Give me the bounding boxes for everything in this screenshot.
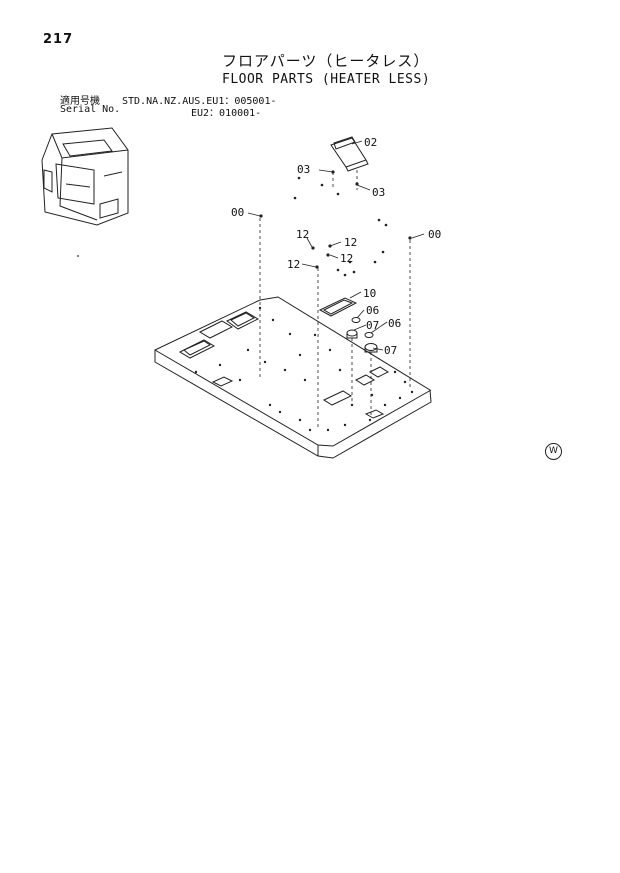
page-number: 217	[43, 32, 74, 47]
callout-03: 03	[297, 163, 310, 176]
callout-07: 07	[366, 319, 379, 332]
serial-label-japanese: 適用号機	[60, 96, 100, 107]
duct-part-02	[330, 136, 369, 172]
cab-thumbnail-illustration	[41, 127, 129, 226]
callout-03: 03	[372, 186, 385, 199]
callout-02: 02	[364, 136, 377, 149]
circled-w-mark: W	[545, 443, 562, 460]
floor-plate-illustration	[154, 296, 432, 459]
grille-part-10	[318, 297, 358, 317]
serial-label-english: Serial No.	[60, 104, 121, 115]
page-title-japanese: フロアパーツ（ヒータレス）	[222, 52, 430, 70]
callout-06: 06	[388, 317, 401, 330]
callout-12: 12	[296, 228, 309, 241]
callout-00: 00	[428, 228, 441, 241]
callout-07: 07	[384, 344, 397, 357]
callout-10: 10	[363, 287, 376, 300]
callout-12: 12	[287, 258, 300, 271]
callout-06: 06	[366, 304, 379, 317]
callout-00: 00	[231, 206, 244, 219]
page-title-english: FLOOR PARTS (HEATER LESS)	[222, 72, 431, 87]
serial-eu2: EU2：010001-	[191, 108, 262, 119]
serial-models: STD.NA.NZ.AUS.EU1：005001-	[122, 96, 277, 107]
callout-12: 12	[340, 252, 353, 265]
callout-12: 12	[344, 236, 357, 249]
